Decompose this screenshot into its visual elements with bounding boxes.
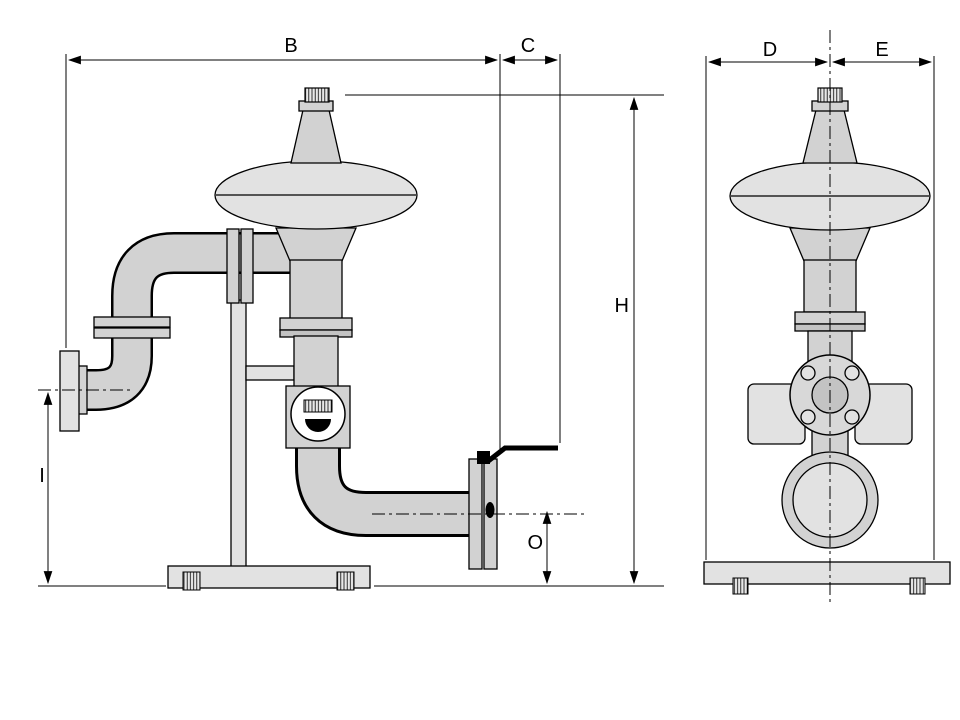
support-stand <box>226 228 295 569</box>
gauge-counter-window <box>303 399 333 413</box>
stand-flange-plate-left <box>226 228 240 304</box>
adjuster-cap <box>304 87 330 103</box>
flange-bolt-3 <box>800 409 816 425</box>
dim-label-B: B <box>284 35 297 57</box>
anchor-bolt-left-side <box>732 577 749 595</box>
dimension-I: I <box>38 391 166 587</box>
anchor-bolt-left <box>182 571 201 591</box>
flange-bolt-4 <box>844 409 860 425</box>
flange-bolt-hole <box>485 502 495 518</box>
body-flange-upper <box>279 317 353 331</box>
gauge-dial <box>305 419 331 432</box>
dim-label-D: D <box>763 39 777 61</box>
inlet-end-flange <box>59 350 88 432</box>
base-plate-front <box>167 565 371 591</box>
dimension-O: O <box>527 510 552 585</box>
dimension-D: D <box>705 39 829 560</box>
yoke-taper <box>275 227 357 262</box>
anchor-bolt-right-side <box>909 577 926 595</box>
base-plate <box>167 565 371 589</box>
stand-bracket <box>245 365 295 381</box>
diaphragm-actuator <box>214 87 418 230</box>
lower-body-cylinder <box>293 335 339 389</box>
ball-valve-handle <box>485 445 558 464</box>
flange-bolt-1 <box>800 365 816 381</box>
base-plate-side <box>703 561 951 595</box>
base-plate <box>703 561 951 585</box>
spring-tower <box>290 109 342 164</box>
dimension-B: B <box>65 35 501 452</box>
stand-column <box>230 299 247 569</box>
dim-label-I: I <box>39 465 45 487</box>
stand-flange-plate-right <box>240 228 254 304</box>
dim-label-C: C <box>521 35 535 57</box>
outlet-flange-valve <box>468 445 558 570</box>
upper-body-cylinder <box>289 259 343 321</box>
dim-label-H: H <box>615 295 629 317</box>
flange-bolt-2 <box>844 365 860 381</box>
gauge <box>290 386 346 442</box>
dim-label-E: E <box>875 39 888 61</box>
outlet-pipe-elbow <box>295 440 471 537</box>
dimension-C: C <box>501 35 561 443</box>
gauge-face <box>290 386 346 442</box>
inlet-pipe-flange-joint <box>93 316 171 339</box>
dim-label-O: O <box>527 532 543 554</box>
anchor-bolt-right <box>336 571 355 591</box>
dimension-H: H <box>345 94 664 587</box>
front-view: B C H I O <box>38 35 664 591</box>
elbow-end-view <box>781 451 879 549</box>
dimension-E: E <box>831 39 935 560</box>
side-view: D E <box>703 30 951 606</box>
